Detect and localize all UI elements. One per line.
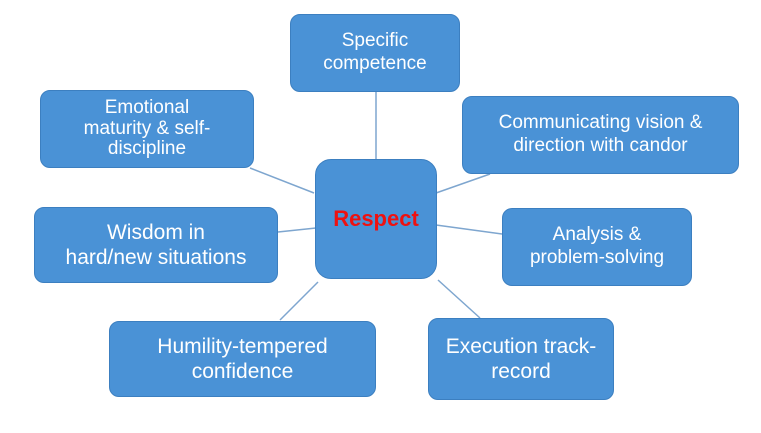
connector-wisdom	[277, 227, 317, 233]
node-label: Analysis & problem-solving	[529, 224, 665, 268]
node-wisdom: Wisdom in hard/new situations	[34, 207, 278, 283]
node-label: Humility-tempered confidence	[157, 334, 328, 383]
node-label: Wisdom in hard/new situations	[65, 220, 247, 269]
connector-emotional-maturity	[249, 167, 315, 194]
node-label: Specific competence	[323, 30, 427, 74]
connector-humility	[279, 281, 319, 321]
node-communicating-vision: Communicating vision & direction with ca…	[462, 96, 739, 174]
node-humility: Humility-tempered confidence	[109, 321, 376, 397]
node-emotional-maturity: Emotional maturity & self- discipline	[40, 90, 254, 168]
node-label: Emotional maturity & self- discipline	[83, 96, 211, 160]
node-execution: Execution track- record	[428, 318, 614, 400]
node-specific-competence: Specific competence	[290, 14, 460, 92]
connector-execution	[437, 279, 481, 319]
node-label: Communicating vision & direction with ca…	[498, 112, 703, 156]
connector-communicating-vision	[435, 173, 491, 194]
node-analysis: Analysis & problem-solving	[502, 208, 692, 286]
center-label: Respect	[333, 205, 419, 231]
connector-analysis	[435, 224, 503, 235]
node-label: Execution track- record	[445, 334, 597, 383]
center-node-respect: Respect	[315, 159, 437, 279]
